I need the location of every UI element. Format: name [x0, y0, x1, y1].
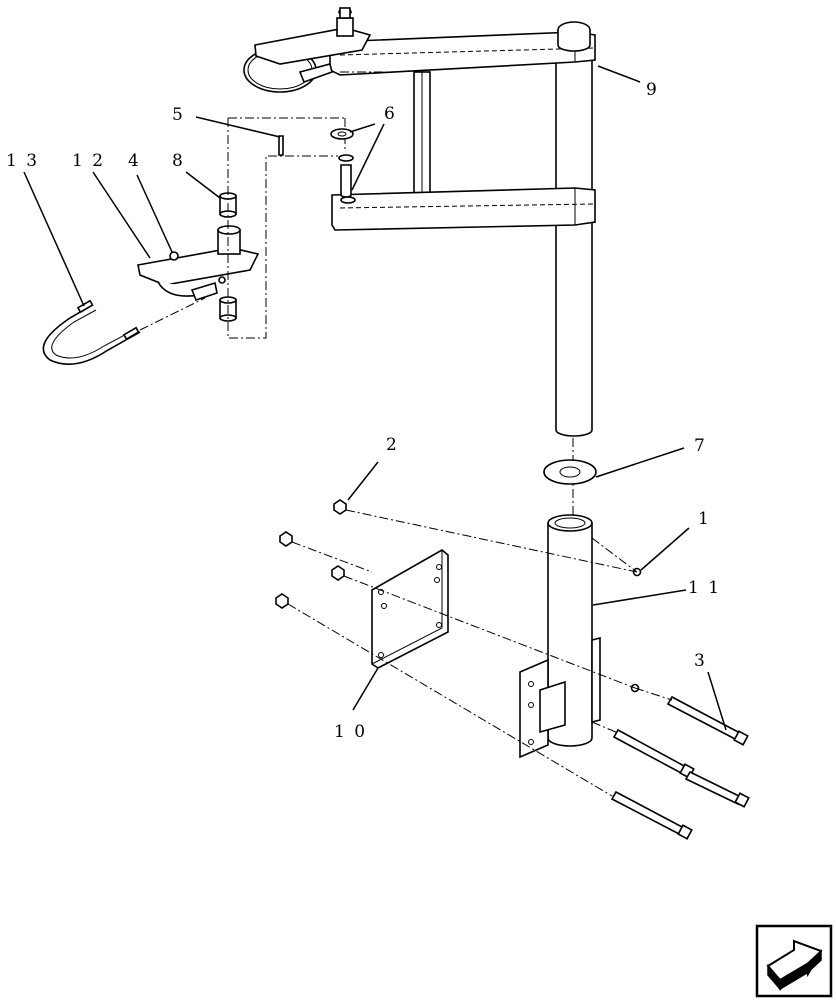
callout-13: 1 3	[6, 151, 39, 171]
next-page-arrow-icon[interactable]	[755, 924, 833, 998]
callout-12: 1 2	[72, 151, 105, 171]
callout-5: 5	[172, 105, 185, 125]
mast-upper-assembly	[329, 21, 596, 520]
callout-1: 1	[698, 509, 711, 529]
washer-7	[543, 459, 597, 485]
callout-7: 7	[694, 436, 707, 456]
nuts-1	[630, 567, 642, 693]
callout-2: 2	[386, 435, 399, 455]
upper-clamp-assembly	[243, 7, 398, 93]
mounting-plate-10	[371, 549, 449, 669]
callout-6: 6	[384, 104, 397, 124]
callout-4: 4	[128, 151, 141, 171]
assembly-centerlines	[287, 509, 673, 797]
nuts-2	[275, 499, 347, 609]
bolts-3	[610, 695, 750, 840]
leader-lines	[23, 65, 727, 731]
exploded-clamp-assembly	[42, 117, 354, 366]
lower-post-11	[519, 514, 601, 759]
callout-9: 9	[646, 80, 659, 100]
callout-3: 3	[694, 651, 707, 671]
callout-11: 1 1	[688, 578, 721, 598]
callout-labels: 1 2 3 4 5 6 7 8 9 1 0 1 1 1 2 1 3	[6, 80, 721, 742]
callout-8: 8	[172, 151, 185, 171]
callout-10: 1 0	[334, 722, 367, 742]
